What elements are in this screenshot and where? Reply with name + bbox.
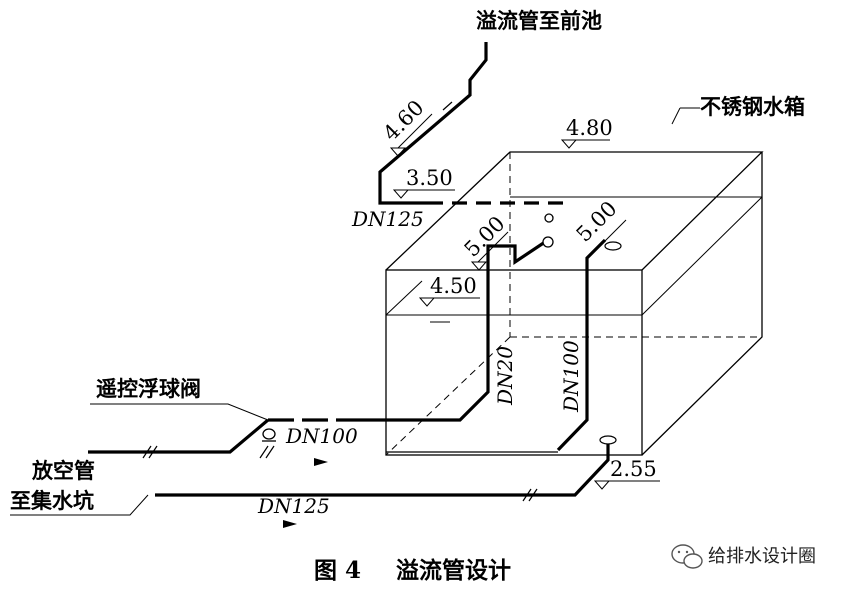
- float-ball-icon: [542, 236, 554, 248]
- wechat-icon: [671, 544, 703, 569]
- leader-lines: [10, 107, 700, 516]
- dn125-overflow-label: DN125: [351, 207, 424, 231]
- elevation-5-00-right: 5.00: [572, 196, 622, 246]
- float-ball-valve: [262, 213, 554, 442]
- elevation-4-50: 4.50: [430, 274, 477, 298]
- drain-cap: [599, 435, 617, 445]
- dn125-drain-label: DN125: [257, 494, 330, 518]
- inlet-flow-arrow: [314, 458, 328, 466]
- drain-line-label-1: 放空管: [31, 459, 95, 483]
- elevation-3-50: 3.50: [406, 166, 453, 190]
- elevation-2-55: 2.55: [610, 457, 657, 481]
- stainless-tank-label: 不锈钢水箱: [700, 95, 805, 119]
- overflow-pipe: [378, 42, 572, 205]
- drain-valve-marks: [522, 488, 538, 502]
- figure-title: 溢流管设计: [396, 557, 511, 584]
- drain-line-label-2: 至集水坑: [10, 489, 94, 513]
- outlet-riser: [386, 238, 607, 453]
- dn100-riser-label: DN100: [559, 340, 583, 413]
- dn20-label: DN20: [493, 346, 517, 406]
- stainless-steel-tank: [385, 151, 764, 456]
- outlet-cap: [604, 241, 622, 251]
- remote-float-valve-label: 遥控浮球阀: [96, 377, 201, 401]
- drain-flow-arrow: [283, 520, 297, 528]
- tank-front-face: [385, 269, 643, 456]
- overflow-valve-mark: [442, 101, 457, 115]
- tank-right-face: [641, 152, 763, 456]
- water-level-line: [385, 196, 763, 316]
- figure-number: 图 4: [314, 557, 361, 584]
- watermark-text: 给排水设计圈: [708, 546, 816, 567]
- drain-pipe: [155, 440, 610, 497]
- elevation-4-80: 4.80: [566, 116, 613, 140]
- overflow-to-pool-label: 溢流管至前池: [476, 9, 602, 33]
- elevation-marks: [389, 113, 660, 490]
- tank-top-face: [385, 151, 764, 271]
- dn100-inlet-label: DN100: [285, 424, 358, 448]
- inlet-pipe: [88, 240, 546, 454]
- inlet-valve-marks: [142, 445, 275, 459]
- elevation-5-00-left: 5.00: [460, 211, 510, 261]
